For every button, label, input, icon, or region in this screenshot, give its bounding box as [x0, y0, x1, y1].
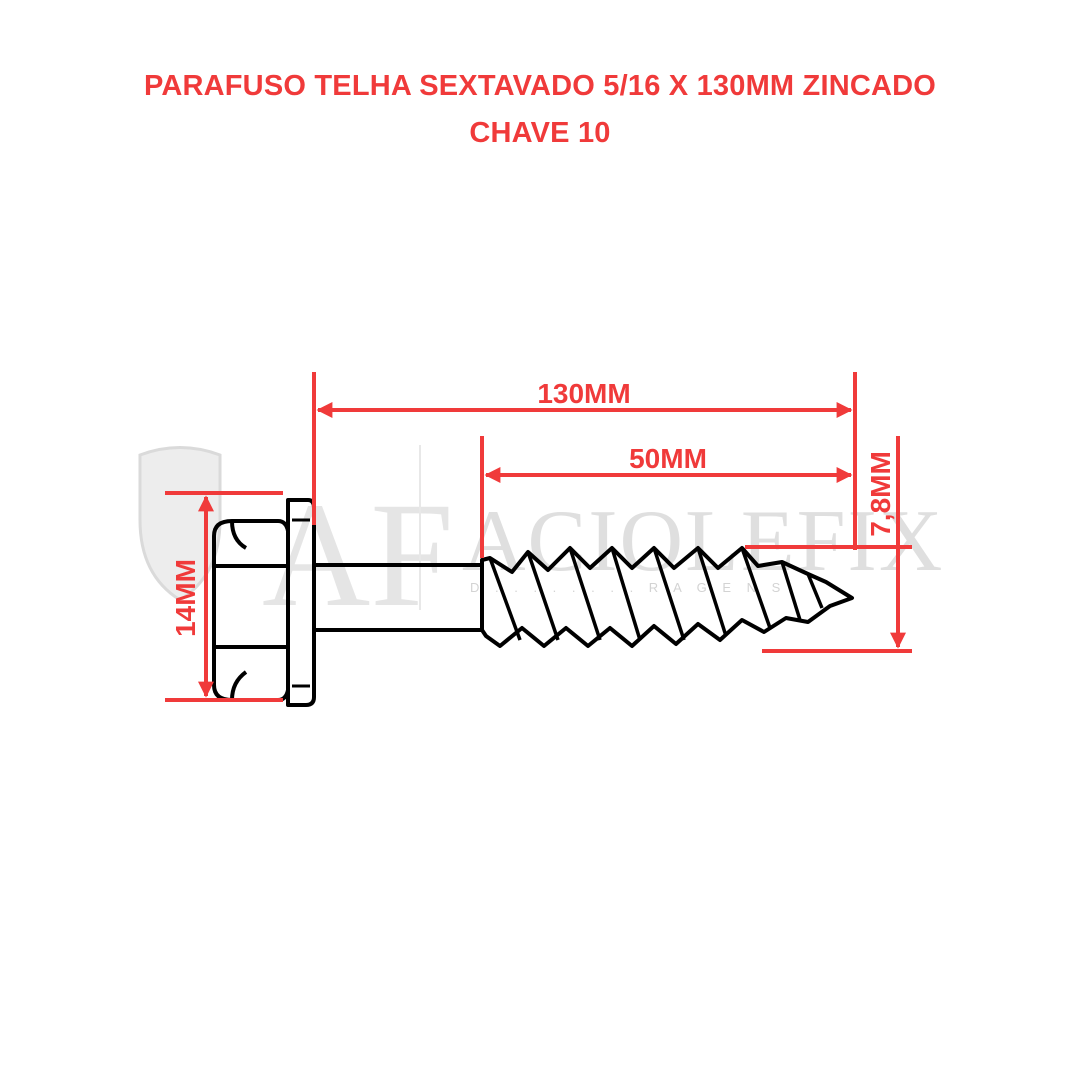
dim-label-130mm: 130MM [537, 378, 630, 409]
watermark-tagline: D . . . . . . . . R A G E N S [470, 580, 786, 595]
dim-label-14mm: 14MM [170, 559, 201, 637]
thread-body [480, 546, 854, 648]
watermark-brand: ACIOLEFIX [462, 493, 944, 590]
product-title: PARAFUSO TELHA SEXTAVADO 5/16 X 130MM ZI… [143, 70, 937, 102]
dim-label-7-8mm: 7,8MM [865, 451, 896, 537]
watermark-monogram: AF [262, 472, 454, 638]
dim-label-50mm: 50MM [629, 443, 707, 474]
watermark: AF ACIOLEFIX D . . . . . . . . R A G E N… [138, 445, 944, 638]
dimension-lines [165, 372, 912, 702]
product-subtitle: CHAVE 10 [469, 117, 611, 149]
shank [314, 563, 482, 632]
flange [286, 498, 316, 707]
